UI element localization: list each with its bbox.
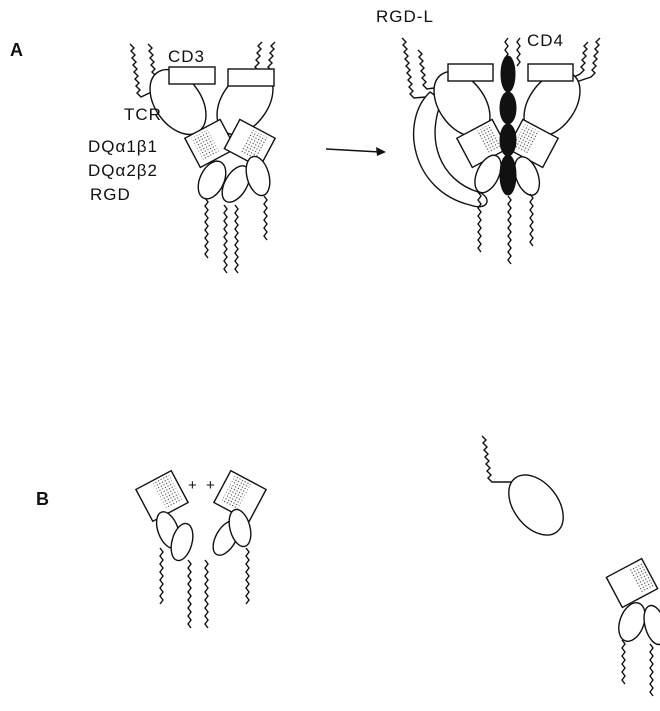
plus-sign-left: + [188,478,198,493]
transition-arrow [326,147,386,156]
panel-a-left-complex [130,42,284,273]
label-dq-a2b2: DQα2β2 [88,162,158,179]
cd4-molecule [500,56,516,195]
panel-b-tcr-single [482,436,574,545]
label-dq-a1b1: DQα1β1 [88,138,158,155]
cd3-rect-right [228,69,274,86]
cd3-rect-right-2 [528,64,573,81]
label-rgd: RGD [90,186,131,203]
panel-label-a: A [10,41,24,59]
panel-b-mhc-pair [136,471,266,628]
label-cd4: CD4 [527,32,564,49]
cd3-rect-left [169,67,215,84]
panel-label-b: B [36,490,50,508]
label-tcr: TCR [124,106,162,123]
cd3-rect-left-2 [448,64,493,81]
panel-b-mhc-partial [606,559,660,696]
label-rgd-l: RGD-L [376,8,434,25]
panel-a-right-complex [402,38,600,264]
rgd-l-tail [402,38,438,98]
plus-sign-right: + [206,478,216,493]
tcr-ellipse-b [498,465,575,546]
label-cd3: CD3 [168,48,205,65]
